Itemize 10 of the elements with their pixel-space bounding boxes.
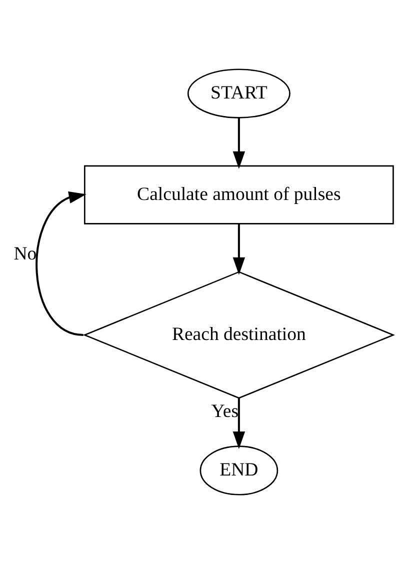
arrow: [232, 223, 246, 274]
edge-label: Yes: [211, 400, 239, 422]
node-ellipse: START: [187, 68, 290, 118]
node-ellipse: END: [200, 445, 278, 495]
node-diamond: Reach destination: [82, 270, 395, 398]
arrow: [232, 117, 246, 168]
node-box: Calculate amount of pulses: [84, 164, 394, 224]
edge-label: No: [14, 243, 37, 264]
arrow: [232, 398, 246, 449]
arrow: [36, 190, 86, 336]
